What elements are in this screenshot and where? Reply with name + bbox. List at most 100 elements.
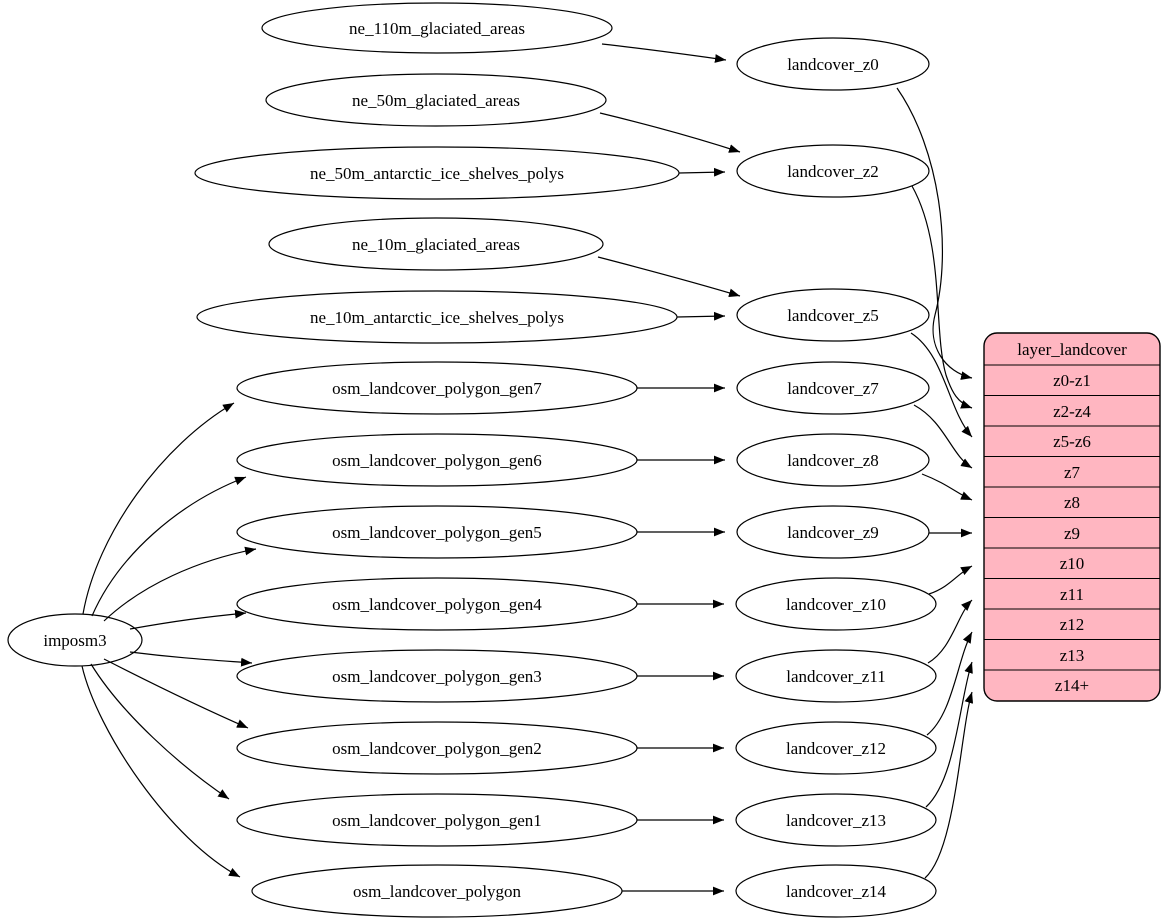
table-title: layer_landcover [1017, 340, 1127, 359]
node-label: ne_110m_glaciated_areas [349, 19, 525, 38]
node-label: landcover_z13 [786, 811, 886, 830]
node-ne-10m-antarctic-ice-shelves-polys: ne_10m_antarctic_ice_shelves_polys [196, 290, 678, 344]
node-landcover-z13: landcover_z13 [735, 793, 937, 847]
node-label: landcover_z5 [787, 306, 879, 325]
node-label: ne_50m_antarctic_ice_shelves_polys [310, 164, 564, 183]
edge-ne-10m-glaciated-to-landcover-z5 [597, 256, 741, 298]
edge-imposm3-to-gen3 [129, 651, 253, 667]
node-osm-landcover-polygon-gen3: osm_landcover_polygon_gen3 [236, 649, 638, 703]
edge-landcover-z5-to-row-z5-z6 [910, 332, 973, 438]
node-label: ne_10m_antarctic_ice_shelves_polys [310, 308, 564, 327]
node-ellipse [735, 864, 937, 918]
node-osm-landcover-polygon-gen6: osm_landcover_polygon_gen6 [236, 433, 638, 487]
node-ellipse [735, 793, 937, 847]
node-ellipse [736, 505, 930, 559]
landcover-table: layer_landcover z0-z1 z2-z4 z5-z6 z7 z8 … [983, 332, 1161, 702]
edge-landcover-z13-to-row-z13 [925, 661, 973, 808]
node-label: osm_landcover_polygon [353, 882, 522, 901]
node-label: ne_10m_glaciated_areas [352, 235, 520, 254]
node-landcover-z11: landcover_z11 [735, 649, 937, 703]
node-landcover-z12: landcover_z12 [735, 721, 937, 775]
node-label: osm_landcover_polygon_gen5 [332, 523, 542, 542]
node-landcover-z9: landcover_z9 [736, 505, 930, 559]
table-row-z8: z8 [1064, 493, 1080, 512]
node-osm-landcover-polygon: osm_landcover_polygon [251, 864, 623, 918]
node-label: osm_landcover_polygon_gen7 [332, 379, 542, 398]
node-label: landcover_z9 [787, 523, 879, 542]
node-ellipse [261, 2, 613, 54]
table-row-z5-z6: z5-z6 [1053, 432, 1091, 451]
edge-landcover-z11-to-row-z11 [927, 599, 973, 664]
edge-landcover-z12-to-row-z12 [926, 631, 973, 736]
node-ellipse [736, 361, 930, 415]
node-label: landcover_z0 [787, 55, 879, 74]
node-landcover-z10: landcover_z10 [735, 577, 937, 631]
table-row-z11: z11 [1060, 585, 1084, 604]
table-row-z2-z4: z2-z4 [1053, 402, 1091, 421]
table-row-z10: z10 [1060, 554, 1085, 573]
node-ellipse [736, 288, 930, 342]
node-osm-landcover-polygon-gen2: osm_landcover_polygon_gen2 [236, 721, 638, 775]
edge-imposm3-to-gen7 [82, 402, 235, 615]
node-label: osm_landcover_polygon_gen4 [332, 595, 542, 614]
node-landcover-z14: landcover_z14 [735, 864, 937, 918]
table-row-z0-z1: z0-z1 [1053, 371, 1091, 390]
node-ne-50m-antarctic-ice-shelves-polys: ne_50m_antarctic_ice_shelves_polys [194, 146, 680, 200]
table-row-z7: z7 [1064, 463, 1081, 482]
edge-landcover-z14-to-row-z14plus [924, 691, 974, 879]
edge-landcover-z0-to-row-z0-z1 [896, 87, 973, 380]
node-landcover-z0: landcover_z0 [736, 37, 930, 91]
node-osm-landcover-polygon-gen5: osm_landcover_polygon_gen5 [236, 505, 638, 559]
edge-ne-50m-glaciated-to-landcover-z2 [599, 112, 741, 153]
node-label: landcover_z11 [786, 667, 885, 686]
node-label: osm_landcover_polygon_gen1 [332, 811, 542, 830]
edge-imposm3-to-gen2 [103, 658, 249, 729]
node-label: osm_landcover_polygon_gen2 [332, 739, 542, 758]
table-row-z12: z12 [1060, 615, 1085, 634]
node-label: imposm3 [43, 631, 106, 650]
edge-ne-10m-antarctic-to-landcover-z5 [676, 311, 726, 321]
node-landcover-z5: landcover_z5 [736, 288, 930, 342]
edge-landcover-z7-to-row-z7 [913, 404, 973, 469]
table-row-z14plus: z14+ [1055, 676, 1089, 695]
node-osm-landcover-polygon-gen7: osm_landcover_polygon_gen7 [236, 361, 638, 415]
edge-imposm3-to-gen5 [103, 546, 257, 622]
node-label: landcover_z10 [786, 595, 886, 614]
edge-imposm3-to-gen4 [129, 609, 247, 630]
table-row-z13: z13 [1060, 646, 1085, 665]
edge-ne-50m-antarctic-to-landcover-z2 [678, 167, 726, 177]
node-ellipse [736, 37, 930, 91]
node-label: landcover_z2 [787, 162, 879, 181]
node-ne-10m-glaciated-areas: ne_10m_glaciated_areas [268, 217, 604, 271]
node-label: landcover_z7 [787, 379, 879, 398]
node-label: landcover_z12 [786, 739, 886, 758]
node-landcover-z8: landcover_z8 [736, 433, 930, 487]
node-ellipse [736, 433, 930, 487]
node-label: osm_landcover_polygon_gen3 [332, 667, 542, 686]
node-landcover-z7: landcover_z7 [736, 361, 930, 415]
node-label: landcover_z8 [787, 451, 879, 470]
node-imposm3: imposm3 [7, 613, 143, 667]
node-landcover-z2: landcover_z2 [736, 144, 930, 198]
node-ellipse [735, 649, 937, 703]
edge-imposm3-to-polygon [81, 665, 241, 878]
edge-landcover-z10-to-row-z10 [928, 565, 973, 595]
node-label: ne_50m_glaciated_areas [352, 91, 520, 110]
node-ellipse [7, 613, 143, 667]
table-row-z9: z9 [1064, 524, 1080, 543]
node-ellipse [735, 577, 937, 631]
node-osm-landcover-polygon-gen1: osm_landcover_polygon_gen1 [236, 793, 638, 847]
node-ne-110m-glaciated-areas: ne_110m_glaciated_areas [261, 2, 613, 54]
node-ellipse [736, 144, 930, 198]
node-ellipse [735, 721, 937, 775]
edge-ne-110m-to-landcover-z0 [601, 43, 727, 63]
node-label: osm_landcover_polygon_gen6 [332, 451, 542, 470]
edge-landcover-z2-to-row-z2-z4 [911, 185, 973, 409]
node-label: landcover_z14 [786, 882, 887, 901]
node-ellipse [265, 73, 607, 127]
node-ellipse [268, 217, 604, 271]
node-osm-landcover-polygon-gen4: osm_landcover_polygon_gen4 [236, 577, 638, 631]
edge-imposm3-to-gen6 [91, 476, 247, 617]
